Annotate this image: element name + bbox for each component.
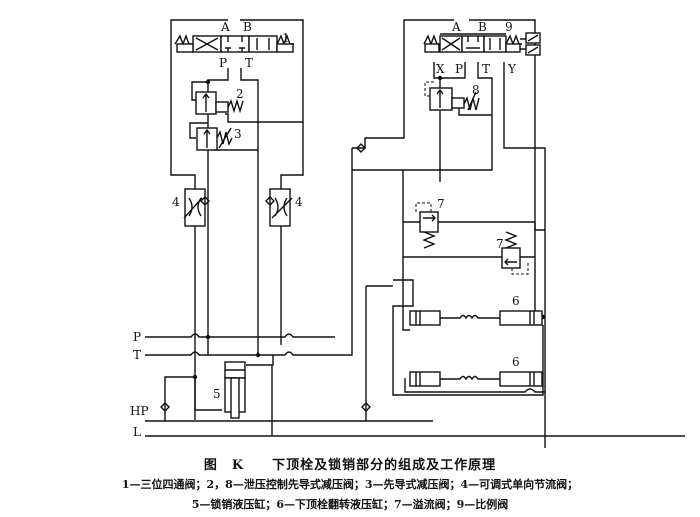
component-2-label: 2 <box>236 87 244 101</box>
component-1-label: 1 <box>282 31 290 45</box>
valve-4-right-throttle-check <box>265 188 293 227</box>
component-5-label: 5 <box>213 387 221 401</box>
figure-label: 图 <box>203 458 218 473</box>
component-7-upper-label: 7 <box>437 197 445 211</box>
cylinder-6-lower <box>409 371 543 387</box>
valve-3-pilot-reducing <box>196 127 233 151</box>
supply-lines <box>145 148 685 437</box>
figure-id: K <box>231 458 245 473</box>
component-4-right-label: 4 <box>295 195 303 209</box>
figure-legend-line-2: 5—锁销液压缸；6—下顶栓翻转液压缸；7—溢流阀；9—比例阀 <box>191 498 509 511</box>
port-t-left-label: T <box>245 56 253 70</box>
cylinder-5-lock-pin <box>224 361 246 419</box>
figure-title-text: 下顶栓及锁销部分的组成及工作原理 <box>272 458 497 473</box>
right-circuit <box>352 19 546 448</box>
component-7-lower-label: 7 <box>496 237 504 251</box>
line-l-label: L <box>133 425 141 439</box>
port-p-left-label: P <box>219 56 227 70</box>
port-b-left-label: B <box>243 20 252 34</box>
port-x-label: X <box>436 62 445 76</box>
line-p-label: P <box>133 330 141 344</box>
left-circuit <box>170 19 304 420</box>
port-b-right-label: B <box>478 20 487 34</box>
figure-legend-line-1: 1—三位四通阀；2，8—泄压控制先导式减压阀；3—先导式减压阀；4—可调式单向节… <box>121 478 579 491</box>
component-6-lower-label: 6 <box>512 355 520 369</box>
component-8-label: 8 <box>472 83 480 97</box>
valve-2-pressure-reducing <box>195 79 244 115</box>
port-t-right-label: T <box>482 62 490 76</box>
line-t-label: T <box>133 348 141 362</box>
valve-8-pressure-reducing <box>429 87 480 111</box>
valve-9-proportional <box>423 32 541 56</box>
port-a-right-label: A <box>451 20 461 34</box>
port-a-left-label: A <box>220 20 230 34</box>
valve-4-left-throttle-check <box>183 188 210 227</box>
valve-7-upper-relief <box>415 202 439 249</box>
cylinder-6-upper <box>409 310 543 326</box>
hydraulic-schematic: A B P T 1 2 3 4 4 5 A B 9 X P T Y 8 7 7 … <box>130 19 685 448</box>
line-hp-label: HP <box>130 404 149 418</box>
valve-7-lower-relief <box>501 231 529 275</box>
valve-1-three-position-four-way <box>174 34 294 53</box>
component-3-label: 3 <box>234 127 242 141</box>
port-p-right-label: P <box>455 62 463 76</box>
component-4-left-label: 4 <box>172 195 180 209</box>
component-9-label: 9 <box>505 20 513 34</box>
component-6-upper-label: 6 <box>512 294 520 308</box>
port-y-label: Y <box>507 62 517 76</box>
